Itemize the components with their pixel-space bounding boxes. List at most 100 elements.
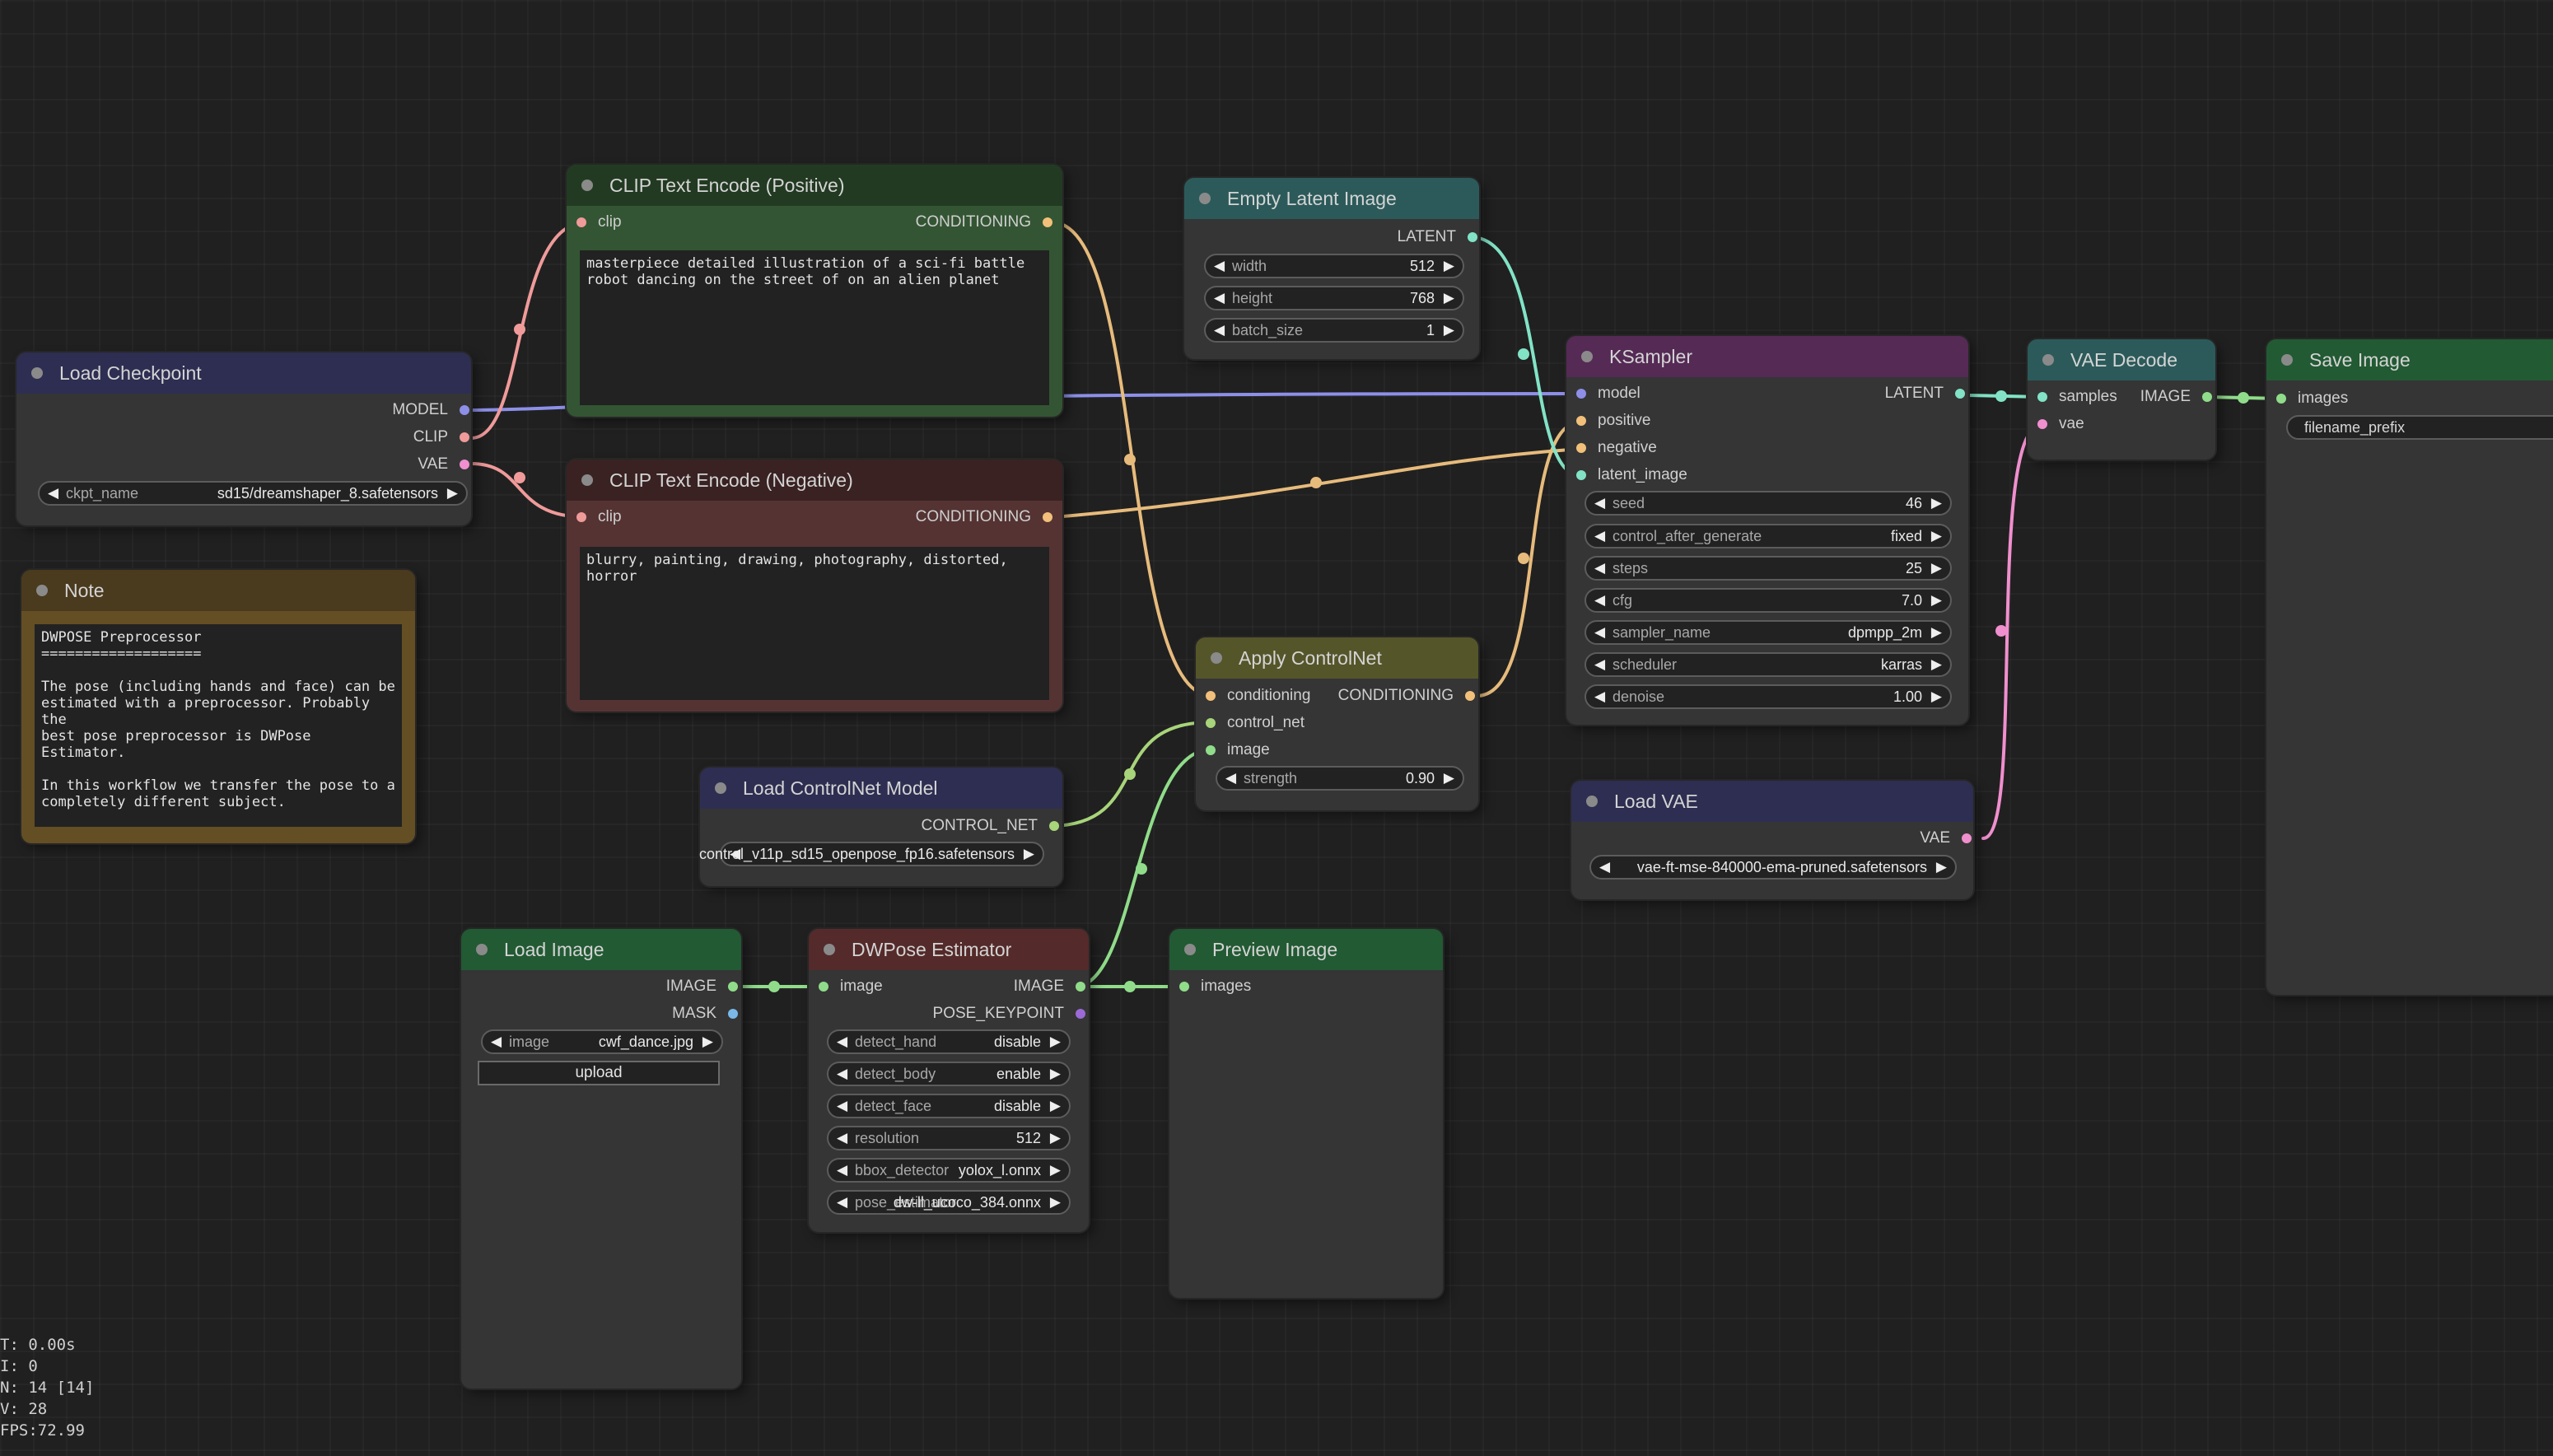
output-dot-icon[interactable]	[1076, 982, 1085, 992]
increment-arrow-icon[interactable]: ▶	[1930, 624, 1942, 640]
output-dot-icon[interactable]	[2202, 392, 2212, 402]
node-title[interactable]: DWPose Estimator	[809, 929, 1089, 970]
output-dot-icon[interactable]	[460, 432, 469, 442]
node-title[interactable]: Note	[21, 570, 415, 611]
increment-arrow-icon[interactable]: ▶	[1930, 495, 1942, 511]
combo-widget-control-net-name[interactable]: ◀ control_v11p_sd15_openpose_fp16.safete…	[699, 842, 1044, 866]
collapse-dot-icon[interactable]	[1199, 193, 1211, 204]
input-slot-clip[interactable]: clip	[573, 212, 622, 232]
output-slot-model[interactable]: MODEL	[392, 400, 473, 420]
input-slot-images[interactable]: images	[1176, 977, 1251, 996]
input-dot-icon[interactable]	[1206, 691, 1216, 701]
node-title[interactable]: Empty Latent Image	[1184, 178, 1479, 219]
decrement-arrow-icon[interactable]: ◀	[48, 485, 59, 501]
input-dot-icon[interactable]	[576, 217, 586, 227]
input-dot-icon[interactable]	[819, 982, 828, 992]
collapse-dot-icon[interactable]	[2281, 354, 2293, 366]
node-title[interactable]: Load ControlNet Model	[700, 768, 1062, 809]
input-dot-icon[interactable]	[1206, 718, 1216, 728]
node-preview-image[interactable]: Preview Image images	[1169, 929, 1443, 1298]
prompt-textarea[interactable]: blurry, painting, drawing, photography, …	[580, 547, 1049, 700]
collapse-dot-icon[interactable]	[824, 944, 835, 955]
decrement-arrow-icon[interactable]: ◀	[1594, 528, 1606, 544]
combo-widget-control-after-generate[interactable]: ◀ control_after_generate fixed ▶	[1585, 524, 1952, 548]
combo-widget-detect-body[interactable]: ◀ detect_body enable ▶	[827, 1062, 1071, 1086]
output-slot-latent[interactable]: LATENT	[1398, 227, 1481, 247]
decrement-arrow-icon[interactable]: ◀	[1214, 258, 1225, 273]
number-widget-strength[interactable]: ◀ strength 0.90 ▶	[1216, 766, 1464, 791]
input-dot-icon[interactable]	[1576, 470, 1586, 480]
input-dot-icon[interactable]	[2037, 392, 2047, 402]
input-slot-samples[interactable]: samples	[2034, 387, 2117, 407]
increment-arrow-icon[interactable]: ▶	[1023, 846, 1034, 861]
input-slot-positive[interactable]: positive	[1573, 411, 1650, 431]
input-dot-icon[interactable]	[1206, 745, 1216, 755]
output-dot-icon[interactable]	[1076, 1009, 1085, 1019]
output-slot-image[interactable]: IMAGE	[666, 977, 741, 996]
input-slot-model[interactable]: model	[1573, 384, 1641, 404]
decrement-arrow-icon[interactable]: ◀	[491, 1034, 502, 1049]
input-dot-icon[interactable]	[1576, 389, 1586, 399]
combo-widget-image[interactable]: ◀ image cwf_dance.jpg ▶	[481, 1029, 723, 1054]
collapse-dot-icon[interactable]	[581, 474, 593, 486]
output-slot-image[interactable]: IMAGE	[2140, 387, 2215, 407]
decrement-arrow-icon[interactable]: ◀	[1599, 859, 1611, 875]
output-dot-icon[interactable]	[1465, 691, 1475, 701]
combo-widget-vae-name[interactable]: ◀ vae-ft-mse-840000-ema-pruned.safetenso…	[1589, 855, 1957, 880]
node-title[interactable]: Load VAE	[1571, 781, 1973, 822]
input-dot-icon[interactable]	[1576, 416, 1586, 426]
decrement-arrow-icon[interactable]: ◀	[1594, 495, 1606, 511]
increment-arrow-icon[interactable]: ▶	[1049, 1194, 1061, 1210]
decrement-arrow-icon[interactable]: ◀	[837, 1130, 848, 1146]
decrement-arrow-icon[interactable]: ◀	[837, 1098, 848, 1113]
increment-arrow-icon[interactable]: ▶	[1443, 258, 1454, 273]
decrement-arrow-icon[interactable]: ◀	[837, 1162, 848, 1178]
node-title[interactable]: Preview Image	[1169, 929, 1443, 970]
input-slot-clip[interactable]: clip	[573, 507, 622, 527]
increment-arrow-icon[interactable]: ▶	[1443, 290, 1454, 306]
output-dot-icon[interactable]	[1468, 232, 1477, 242]
number-widget-steps[interactable]: ◀ steps 25 ▶	[1585, 556, 1952, 581]
increment-arrow-icon[interactable]: ▶	[1935, 859, 1947, 875]
input-slot-latent-image[interactable]: latent_image	[1573, 465, 1687, 485]
decrement-arrow-icon[interactable]: ◀	[1594, 688, 1606, 704]
decrement-arrow-icon[interactable]: ◀	[1594, 560, 1606, 576]
collapse-dot-icon[interactable]	[1586, 796, 1598, 807]
input-slot-conditioning[interactable]: conditioning	[1202, 686, 1310, 706]
increment-arrow-icon[interactable]: ▶	[1930, 688, 1942, 704]
node-title[interactable]: VAE Decode	[2028, 339, 2215, 380]
increment-arrow-icon[interactable]: ▶	[1443, 770, 1454, 786]
input-slot-vae[interactable]: vae	[2034, 414, 2084, 434]
output-dot-icon[interactable]	[728, 982, 738, 992]
decrement-arrow-icon[interactable]: ◀	[1594, 592, 1606, 608]
upload-button[interactable]: upload	[478, 1061, 720, 1085]
node-save-image[interactable]: Save Image images filename_prefix	[2266, 339, 2553, 995]
decrement-arrow-icon[interactable]: ◀	[1594, 656, 1606, 672]
output-dot-icon[interactable]	[460, 460, 469, 469]
note-textarea[interactable]: DWPOSE Preprocessor =================== …	[35, 624, 402, 827]
combo-widget-ckpt-name[interactable]: ◀ ckpt_name sd15/dreamshaper_8.safetenso…	[38, 481, 468, 506]
decrement-arrow-icon[interactable]: ◀	[837, 1034, 848, 1049]
output-dot-icon[interactable]	[1043, 512, 1052, 522]
node-title[interactable]: Load Image	[461, 929, 741, 970]
input-slot-negative[interactable]: negative	[1573, 438, 1657, 458]
node-load-vae[interactable]: Load VAE VAE ◀ vae-ft-mse-840000-ema-pru…	[1571, 781, 1973, 899]
input-dot-icon[interactable]	[576, 512, 586, 522]
combo-widget-detect-hand[interactable]: ◀ detect_hand disable ▶	[827, 1029, 1071, 1054]
node-title[interactable]: Apply ControlNet	[1196, 637, 1478, 679]
input-dot-icon[interactable]	[1179, 982, 1189, 992]
decrement-arrow-icon[interactable]: ◀	[730, 846, 741, 861]
node-clip-text-encode-positive[interactable]: CLIP Text Encode (Positive) clip CONDITI…	[567, 165, 1062, 417]
node-empty-latent-image[interactable]: Empty Latent Image LATENT ◀ width 512 ▶ …	[1184, 178, 1479, 359]
collapse-dot-icon[interactable]	[2042, 354, 2054, 366]
increment-arrow-icon[interactable]: ▶	[1049, 1034, 1061, 1049]
collapse-dot-icon[interactable]	[31, 367, 43, 379]
collapse-dot-icon[interactable]	[1184, 944, 1196, 955]
node-load-image[interactable]: Load Image IMAGE MASK ◀ image cwf_dance.…	[461, 929, 741, 1388]
input-slot-image[interactable]: image	[815, 977, 883, 996]
number-widget-denoise[interactable]: ◀ denoise 1.00 ▶	[1585, 684, 1952, 709]
collapse-dot-icon[interactable]	[476, 944, 488, 955]
combo-widget-detect-face[interactable]: ◀ detect_face disable ▶	[827, 1094, 1071, 1118]
input-slot-images[interactable]: images	[2273, 389, 2348, 408]
combo-widget-bbox-detector[interactable]: ◀ bbox_detector yolox_l.onnx ▶	[827, 1158, 1071, 1183]
